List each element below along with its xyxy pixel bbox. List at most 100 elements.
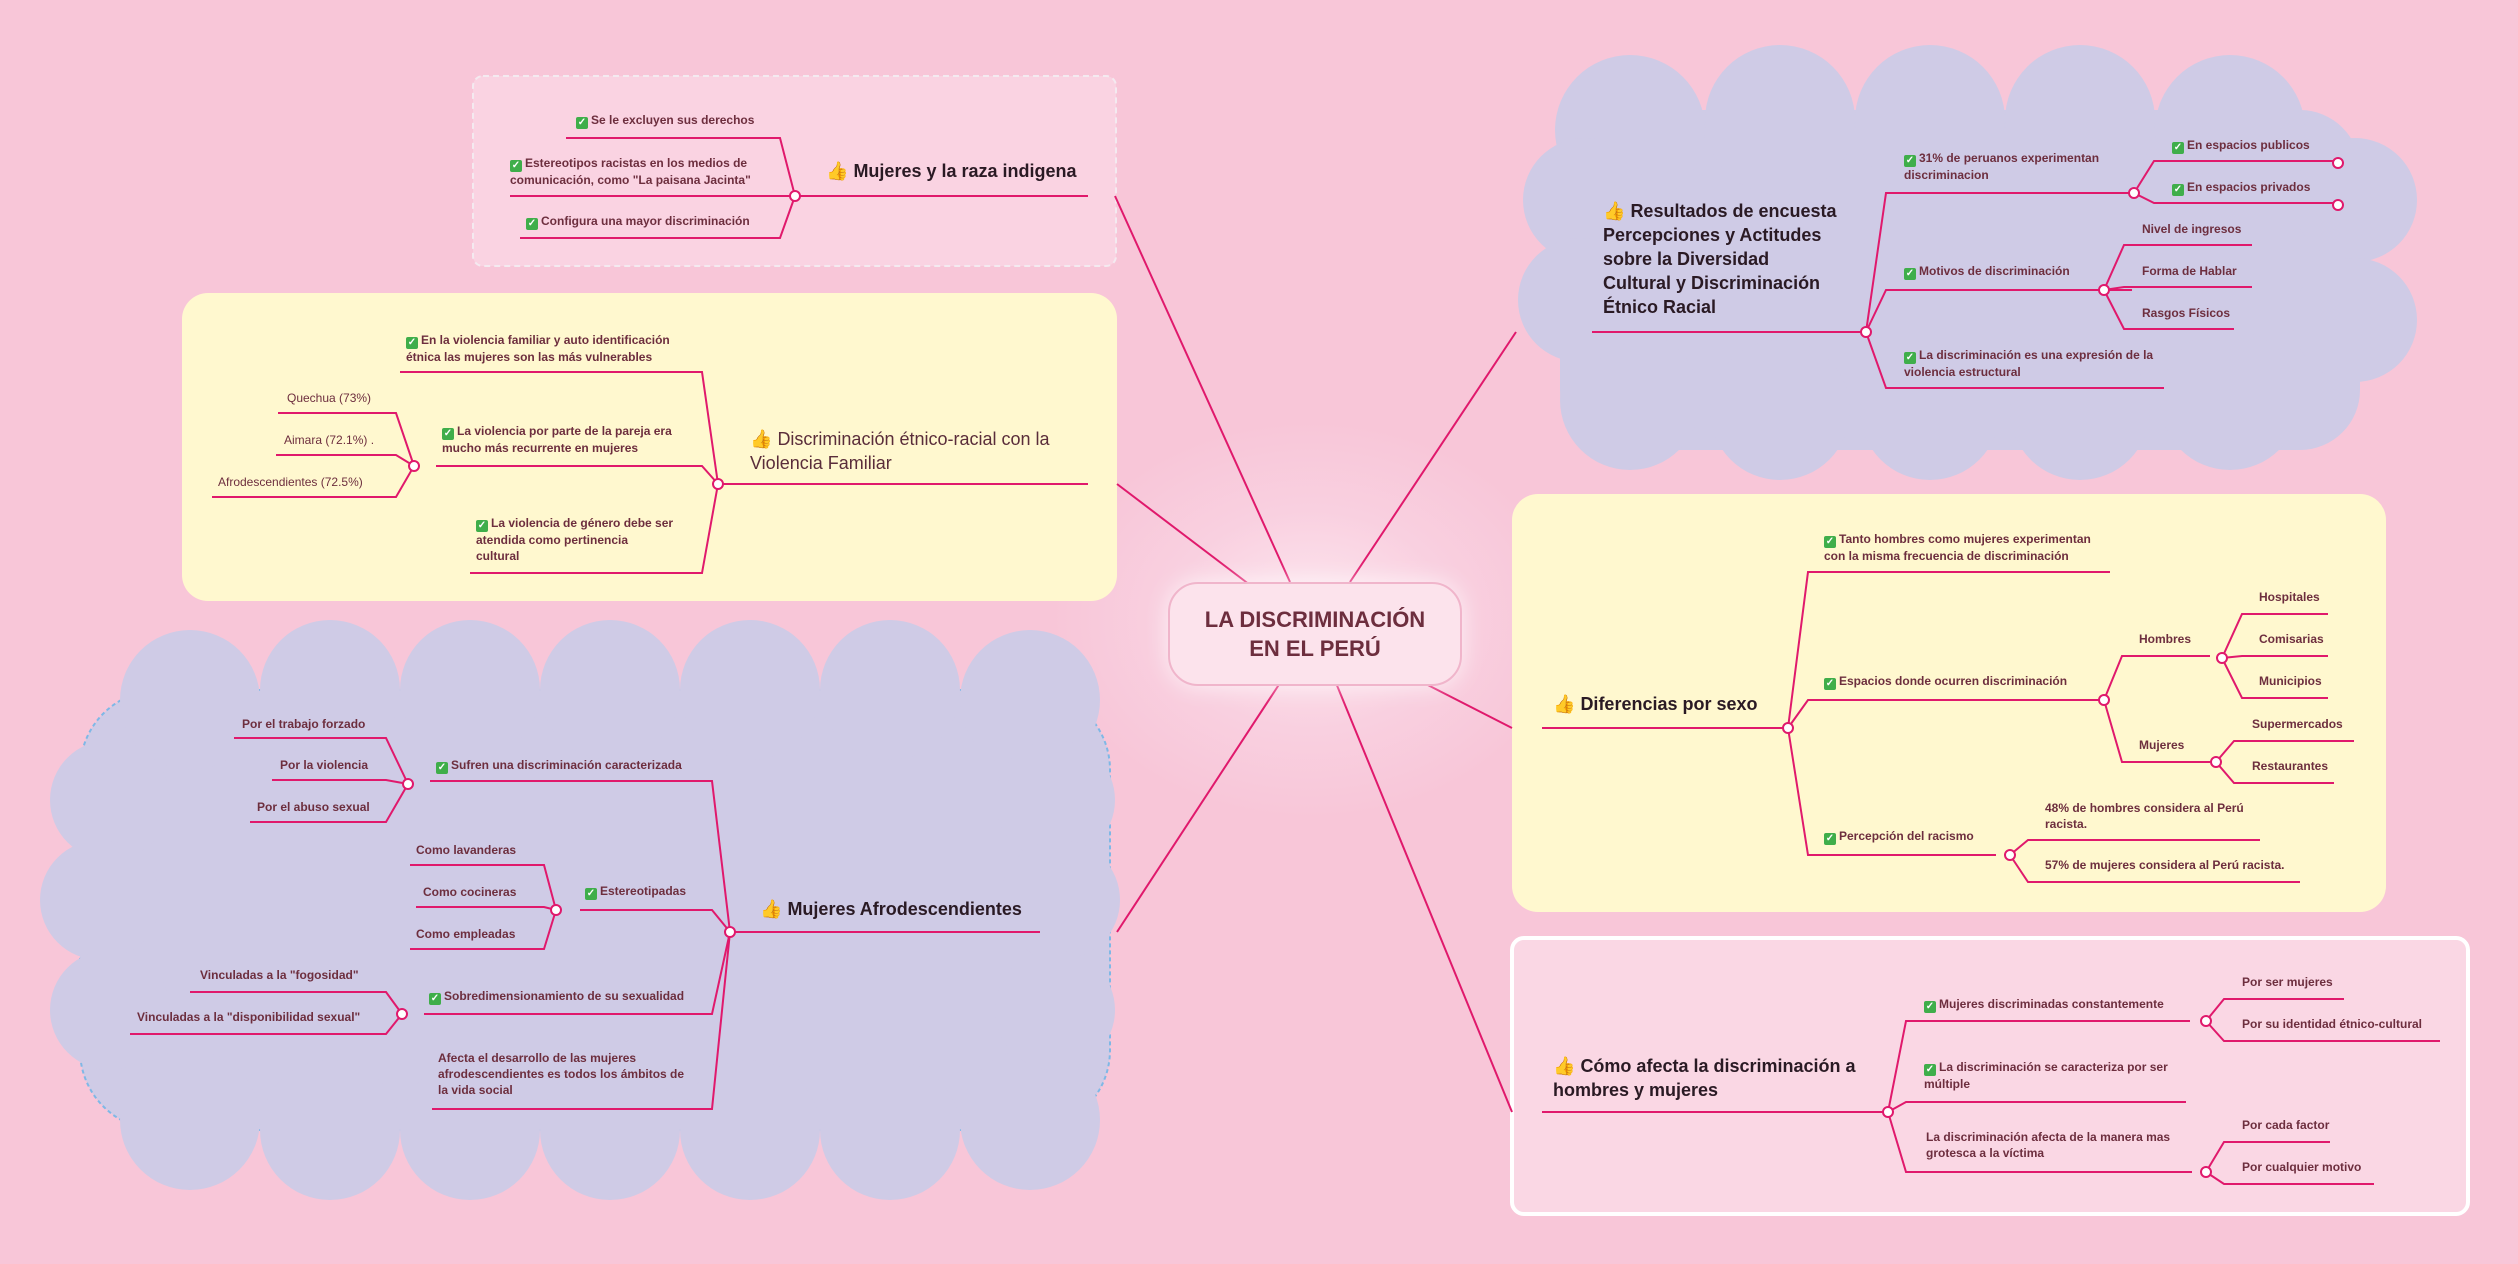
item-multiple[interactable]: ✓La discriminación se caracteriza por se… (1924, 1060, 2168, 1091)
leaf-identidad-etnico[interactable]: Por su identidad étnico-cultural (2242, 1017, 2423, 1031)
item-discriminadas-constantemente[interactable]: ✓Mujeres discriminadas constantemente (1924, 997, 2164, 1013)
branch-node (712, 478, 724, 490)
connector-line (2205, 1020, 2440, 1042)
branch-node (1882, 1106, 1894, 1118)
leaf-espacios-privados[interactable]: ✓En espacios privados (2172, 180, 2311, 196)
item-sobredimensionamiento[interactable]: ✓Sobredimensionamiento de su sexualidad (429, 989, 685, 1005)
item-discriminacion-caracterizada[interactable]: ✓Sufren una discriminación caracterizada (436, 758, 682, 774)
item-grotesca[interactable]: La discriminación afecta de la manera ma… (1926, 1130, 2171, 1160)
topic-afrodescendientes[interactable]: 👍 Mujeres Afrodescendientes (760, 899, 1022, 919)
item-estereotipos-racistas[interactable]: ✓Estereotipos racistas en los medios de … (510, 156, 751, 187)
leaf-forma-hablar[interactable]: Forma de Hablar (2142, 264, 2237, 278)
branch-node (2128, 187, 2140, 199)
item-mayor-discriminacion[interactable]: ✓Configura una mayor discriminación (526, 214, 750, 230)
check-box-icon: ✓ (406, 337, 418, 349)
leaf-espacios-publicos[interactable]: ✓En espacios publicos (2172, 138, 2310, 154)
item-excluyen-derechos[interactable]: ✓Se le excluyen sus derechos (576, 113, 755, 129)
leaf-cualquier-motivo[interactable]: Por cualquier motivo (2242, 1160, 2362, 1174)
check-box-icon: ✓ (526, 218, 538, 230)
connector-line (416, 906, 557, 911)
topic-como-afecta[interactable]: 👍 Cómo afecta la discriminación a hombre… (1553, 1056, 1856, 1100)
connector-line (190, 991, 403, 1015)
central-topic[interactable]: LA DISCRIMINACIÓN EN EL PERÚ (1168, 582, 1462, 686)
connector-line (470, 483, 719, 574)
connector-line (2215, 761, 2334, 784)
leaf-48-hombres[interactable]: 48% de hombres considera al Perú racista… (2045, 801, 2244, 831)
thumbs-up-icon: 👍 (1603, 201, 1626, 221)
connector-line (1787, 571, 2110, 729)
leaf-rasgos-fisicos[interactable]: Rasgos Físicos (2142, 306, 2231, 320)
check-box-icon: ✓ (1904, 155, 1916, 167)
connector-line (2103, 286, 2252, 291)
connector-line (1417, 679, 1513, 729)
connector-line (580, 909, 731, 933)
leaf-57-mujeres[interactable]: 57% de mujeres considera al Perú racista… (2045, 858, 2285, 872)
leaf-hospitales[interactable]: Hospitales (2259, 590, 2320, 604)
check-box-icon: ✓ (1924, 1001, 1936, 1013)
connector-line (2009, 854, 2300, 883)
connector-line (520, 195, 796, 239)
thumbs-up-icon: 👍 (1553, 694, 1576, 714)
leaf-ser-mujeres[interactable]: Por ser mujeres (2242, 975, 2333, 989)
item-afecta-desarrollo[interactable]: Afecta el desarrollo de las mujeres afro… (438, 1051, 685, 1097)
leaf-mujeres[interactable]: Mujeres (2139, 738, 2185, 752)
leaf-violencia[interactable]: Por la violencia (280, 758, 369, 772)
topic-raza-indigena[interactable]: 👍 Mujeres y la raza indigena (826, 161, 1077, 181)
item-violencia-familiar-vulnerables[interactable]: ✓En la violencia familiar y auto identif… (406, 333, 670, 364)
branch-node (2200, 1015, 2212, 1027)
item-violencia-pareja[interactable]: ✓La violencia por parte de la pareja era… (442, 424, 672, 455)
leaf-hombres[interactable]: Hombres (2139, 632, 2192, 646)
leaf-comisarias[interactable]: Comisarias (2259, 632, 2324, 646)
item-violencia-genero[interactable]: ✓La violencia de género debe ser atendid… (476, 516, 674, 563)
branch-node (2004, 849, 2016, 861)
connector-line (2133, 160, 2338, 194)
topic-resultados-encuesta[interactable]: 👍 Resultados de encuesta Percepciones y … (1603, 201, 1837, 317)
connector-line (1865, 192, 2132, 333)
leaf-lavanderas[interactable]: Como lavanderas (416, 843, 517, 857)
connector-line (566, 137, 796, 197)
item-violencia-estructural[interactable]: ✓La discriminación es una expresión de l… (1904, 348, 2154, 379)
leaf-municipios[interactable]: Municipios (2259, 674, 2322, 688)
leaf-restaurantes[interactable]: Restaurantes (2252, 759, 2329, 773)
item-31-peruanos[interactable]: ✓31% de peruanos experimentan discrimina… (1904, 151, 2100, 182)
connector-line (234, 737, 409, 785)
branch-node (2210, 756, 2222, 768)
leaf-afrodescendientes[interactable]: Afrodescendientes (72.5%) (218, 475, 363, 489)
check-box-icon: ✓ (1824, 833, 1836, 845)
leaf-cada-factor[interactable]: Por cada factor (2242, 1118, 2330, 1132)
topic-violencia-familiar[interactable]: 👍 Discriminación étnico-racial con la Vi… (750, 429, 1050, 473)
check-box-icon: ✓ (429, 993, 441, 1005)
item-percepcion-racismo[interactable]: ✓Percepción del racismo (1824, 829, 1974, 845)
leaf-fogosidad[interactable]: Vinculadas a la "fogosidad" (200, 968, 359, 982)
connector-line (278, 412, 415, 467)
leaf-nivel-ingresos[interactable]: Nivel de ingresos (2142, 222, 2242, 236)
boundary-sexo (1512, 494, 2386, 912)
leaf-supermercados[interactable]: Supermercados (2252, 717, 2343, 731)
check-box-icon: ✓ (1924, 1064, 1936, 1076)
connector-line (1865, 289, 2132, 333)
connector-line (1865, 331, 2164, 389)
leaf-trabajo-forzado[interactable]: Por el trabajo forzado (242, 717, 366, 731)
leaf-abuso-sexual[interactable]: Por el abuso sexual (257, 800, 370, 814)
thumbs-up-icon: 👍 (750, 429, 773, 449)
leaf-aimara[interactable]: Aimara (72.1%) . (284, 433, 375, 447)
item-estereotipadas[interactable]: ✓Estereotipadas (585, 884, 687, 900)
item-espacios-discriminacion[interactable]: ✓Espacios donde ocurren discriminación (1824, 674, 2068, 690)
leaf-cocineras[interactable]: Como cocineras (423, 885, 517, 899)
check-box-icon: ✓ (442, 428, 454, 440)
check-box-icon: ✓ (1904, 268, 1916, 280)
item-misma-frecuencia[interactable]: ✓Tanto hombres como mujeres experimentan… (1824, 532, 2091, 563)
item-motivos[interactable]: ✓Motivos de discriminación (1904, 264, 2070, 280)
leaf-empleadas[interactable]: Como empleadas (416, 927, 516, 941)
connector-line (1349, 331, 1517, 583)
leaf-disponibilidad[interactable]: Vinculadas a la "disponibilidad sexual" (137, 1010, 361, 1024)
topic-diferencias-sexo[interactable]: 👍 Diferencias por sexo (1553, 694, 1758, 714)
leaf-quechua[interactable]: Quechua (73%) (287, 391, 372, 405)
connector-line (1116, 483, 1251, 586)
connector-line (2133, 192, 2338, 204)
thumbs-up-icon: 👍 (826, 161, 849, 181)
check-box-icon: ✓ (585, 888, 597, 900)
branch-node (1782, 722, 1794, 734)
